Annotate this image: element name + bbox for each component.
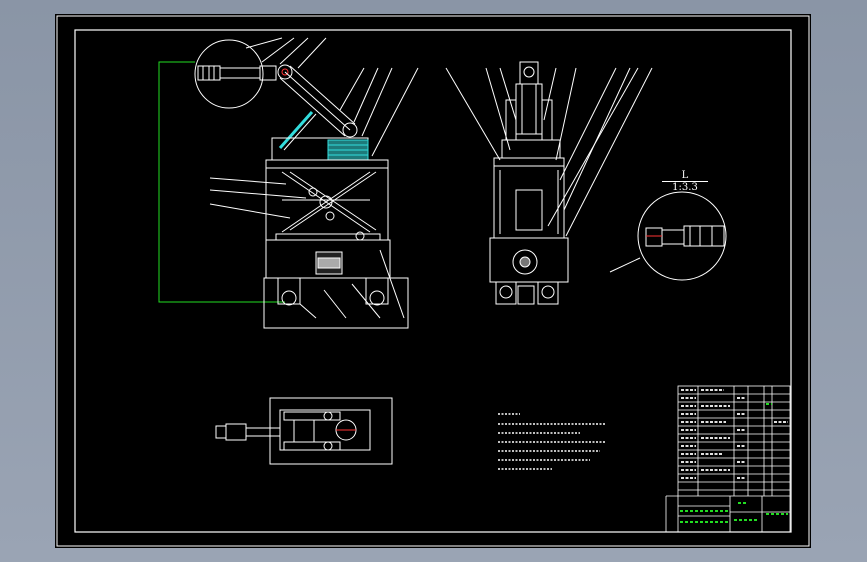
drawing-frame [74, 29, 792, 533]
sheet-border [56, 15, 810, 547]
title-block-green [680, 403, 788, 523]
technical-notes [498, 413, 606, 470]
side-view [445, 61, 653, 305]
front-view [158, 37, 419, 329]
bom-text-marks [681, 389, 788, 479]
detail-l [609, 191, 727, 281]
title-block [665, 385, 791, 533]
top-view [215, 397, 393, 465]
detail-letter: L [681, 170, 689, 181]
detail-ratio: 1:3.3 [662, 181, 708, 193]
detail-scale-label: L 1:3.3 [662, 170, 708, 193]
drawing-sheet [55, 14, 811, 548]
